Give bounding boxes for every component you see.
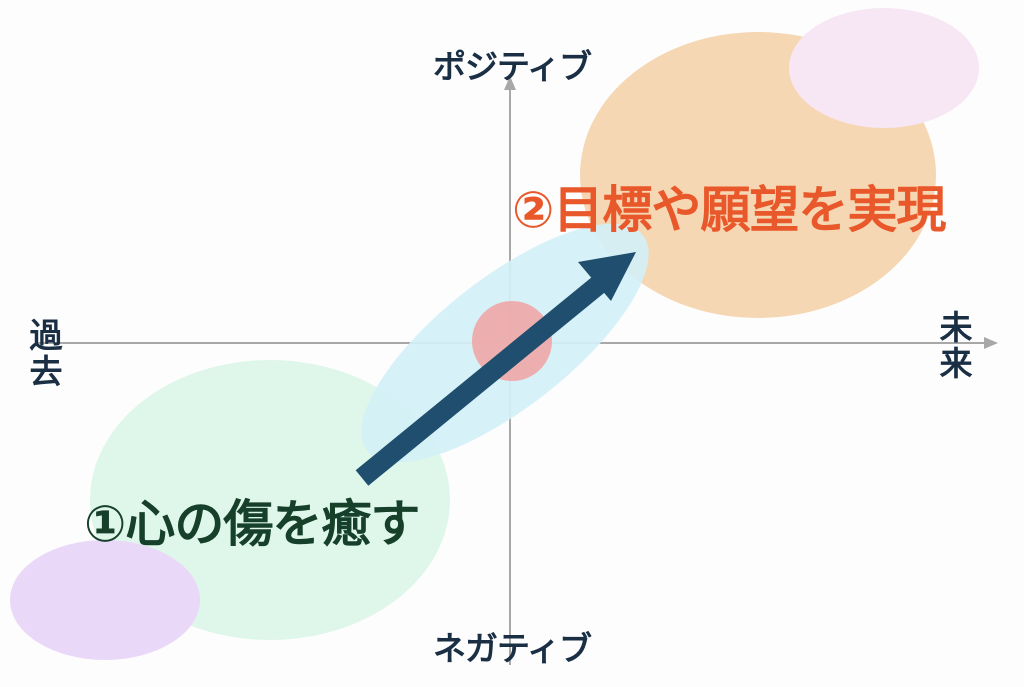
- axis-label-negative: ネガティブ: [432, 629, 592, 668]
- future-accent-blob: [789, 8, 979, 128]
- horizontal-axis-arrowhead-icon: [984, 337, 998, 349]
- axis-label-past: 過去: [29, 316, 63, 391]
- growth-arrow-head-icon: [578, 252, 636, 301]
- step-label-achieve-goals: ②目標や願望を実現: [512, 181, 946, 239]
- axis-label-future: 未来: [939, 308, 973, 383]
- past-accent-blob: [10, 540, 200, 660]
- axis-label-positive: ポジティブ: [432, 47, 592, 86]
- growth-arrow-shaft: [355, 277, 605, 486]
- step-label-heal-heart: ①心の傷を癒す: [84, 495, 420, 553]
- vertical-axis-arrowhead-icon: [504, 76, 516, 90]
